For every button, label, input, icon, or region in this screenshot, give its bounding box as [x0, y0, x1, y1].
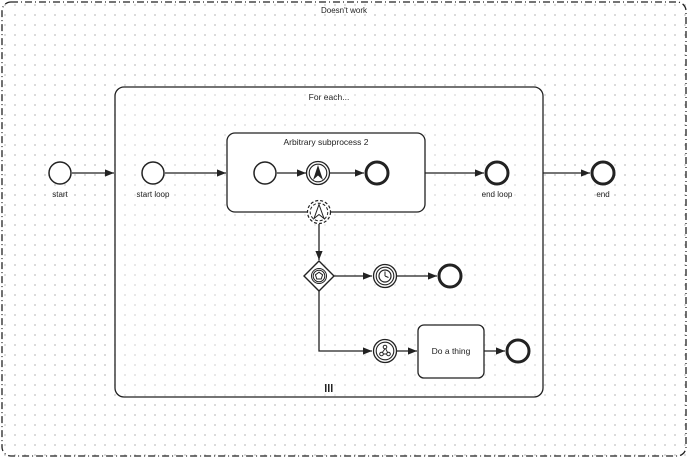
- start-loop-event[interactable]: [141, 161, 165, 185]
- escalation-boundary-noninterrupting-icon[interactable]: [306, 199, 332, 225]
- escalation-intermediate-throw-icon[interactable]: [305, 160, 331, 186]
- loop-subprocess[interactable]: [114, 86, 544, 398]
- end-loop-label: end loop: [482, 190, 513, 199]
- timer-intermediate-catch-icon[interactable]: [372, 263, 398, 289]
- timer-end-event[interactable]: [437, 263, 463, 289]
- end-event-label: end: [596, 190, 609, 199]
- inner-subprocess-title: Arbitrary subprocess 2: [283, 137, 368, 147]
- do-a-thing-task-label: Do a thing: [432, 346, 471, 356]
- parallel-multi-instance-marker-icon: [325, 384, 333, 392]
- inner-end-event[interactable]: [364, 160, 390, 186]
- pool-title: Doesn't work: [321, 6, 368, 15]
- flow-gateway-to-signal[interactable]: [318, 290, 372, 355]
- start-loop-label: start loop: [137, 190, 170, 199]
- inner-start-event[interactable]: [253, 161, 277, 185]
- loop-subprocess-title: For each...: [309, 92, 350, 102]
- do-a-thing-task[interactable]: [417, 324, 485, 379]
- end-event[interactable]: [590, 160, 616, 186]
- start-event-label: start: [52, 190, 68, 199]
- event-based-gateway-icon[interactable]: [303, 260, 335, 292]
- task-end-event[interactable]: [505, 338, 531, 364]
- end-loop-event[interactable]: [484, 160, 510, 186]
- start-event[interactable]: [48, 161, 72, 185]
- webhook-intermediate-catch-icon[interactable]: [372, 338, 398, 364]
